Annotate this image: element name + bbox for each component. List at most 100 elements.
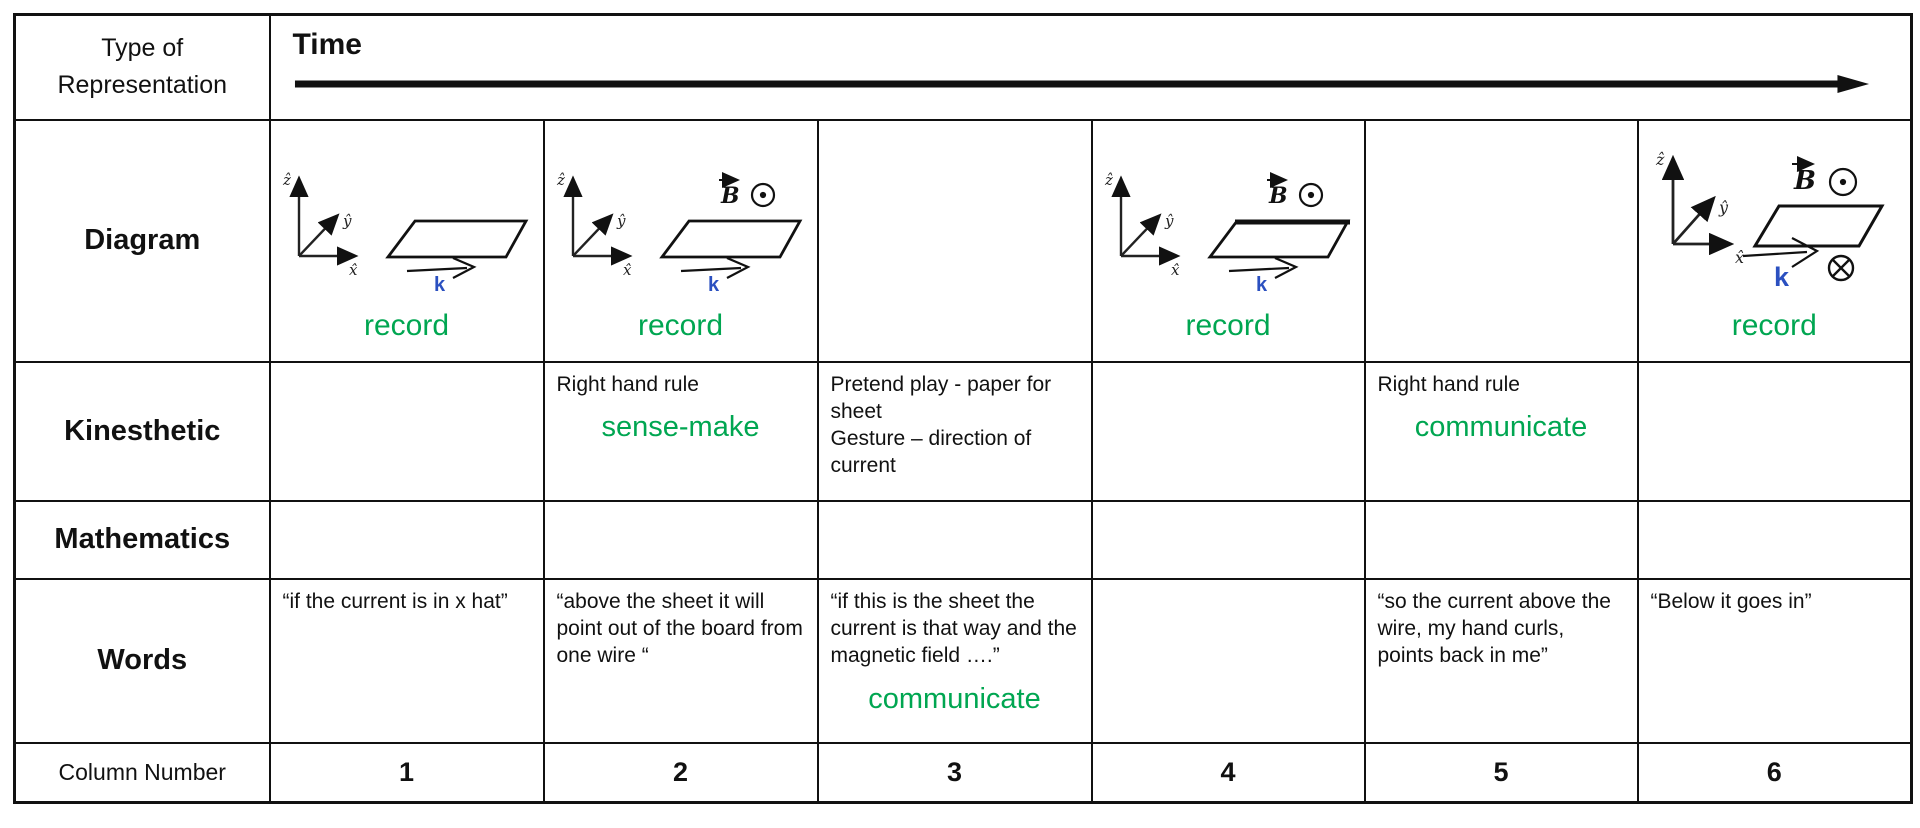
into-page-icon: [1827, 254, 1854, 281]
coordinate-axes-icon: [1110, 174, 1181, 266]
words-cell-col5: “so the current above the wire, my hand …: [1363, 577, 1639, 744]
words-cell-col6: “Below it goes in”: [1636, 577, 1913, 744]
coordinate-axes-icon: [562, 174, 633, 266]
k-label: k: [434, 274, 446, 296]
diagram-cell-col3: [816, 118, 1093, 363]
row-label-diagram: Diagram: [13, 118, 271, 363]
kinesthetic-cell-col1: [268, 360, 545, 502]
row-label-mathematics: Mathematics: [13, 499, 271, 580]
out-of-page-icon: [1828, 167, 1857, 196]
out-of-page-icon: [1298, 182, 1323, 207]
svg-text:B: B: [1793, 166, 1816, 196]
axis-labels: ẑŷx̂: [1104, 171, 1180, 279]
kinesthetic-cell-col3: Pretend play - paper for sheet Gesture –…: [816, 360, 1093, 502]
physics-diagram: ẑ ŷ x̂ Bk: [556, 171, 802, 296]
annotation-communicate: communicate: [1414, 410, 1588, 443]
column-number-6: 6: [1636, 741, 1913, 804]
k-vector-arrow-icon: [1228, 256, 1299, 279]
transcript-quote: “so the current above the wire, my hand …: [1377, 589, 1611, 668]
diagram-cell-col5: [1363, 118, 1639, 363]
mathematics-cell-col4: [1090, 499, 1366, 580]
x-hat-label: x̂: [1735, 248, 1744, 267]
svg-text:B: B: [720, 183, 740, 209]
transcript-quote: “above the sheet it will point out of th…: [556, 589, 803, 668]
k-label: k: [1256, 274, 1268, 296]
z-hat-label: ẑ: [1104, 171, 1113, 189]
k-label: k: [708, 274, 720, 296]
svg-text:B: B: [1268, 183, 1288, 209]
annotation-communicate: communicate: [868, 683, 1041, 716]
y-hat-label: ŷ: [1718, 198, 1729, 217]
column-number-4: 4: [1090, 741, 1366, 804]
current-sheet: [1206, 219, 1350, 258]
physics-diagram: ẑŷx̂k: [282, 171, 528, 296]
words-cell-col2: “above the sheet it will point out of th…: [542, 577, 819, 744]
representation-table-wrapper: Type of Representation Time Diagram ẑ ŷ x̂…: [13, 13, 1914, 804]
mathematics-cell-col5: [1363, 499, 1639, 580]
y-hat-label: ŷ: [342, 212, 352, 230]
time-label: Time: [292, 28, 362, 61]
current-sheet: [658, 219, 802, 258]
mathematics-cell-col2: [542, 499, 819, 580]
axis-labels: ẑ ŷ x̂: [1655, 150, 1744, 267]
diagram-col5: [1367, 125, 1636, 297]
kinesthetic-cell-col2: Right hand rule sense-make: [542, 360, 819, 502]
column-number-5: 5: [1363, 741, 1639, 804]
mathematics-cell-col3: [816, 499, 1093, 580]
physics-diagram: ẑŷx̂ Bk: [1104, 171, 1350, 296]
b-field-vector-label: B: [1791, 155, 1816, 196]
axis-labels: ẑ ŷ x̂: [556, 171, 632, 279]
annotation-record: record: [1185, 308, 1271, 342]
k-vector-arrow-icon: [406, 256, 477, 279]
annotation-record: record: [1731, 308, 1817, 342]
transcript-quote: “Below it goes in”: [1650, 589, 1812, 613]
time-arrow-icon: [294, 75, 1869, 93]
column-number-1: 1: [268, 741, 545, 804]
kinesthetic-cell-col5: Right hand rule communicate: [1363, 360, 1639, 502]
kinesthetic-cell-col6: [1636, 360, 1913, 502]
type-of-representation-header: Type of Representation: [13, 13, 271, 121]
z-hat-label: ẑ: [556, 171, 565, 189]
transcript-quote: “if the current is in x hat”: [282, 589, 508, 613]
mathematics-cell-col6: [1636, 499, 1913, 580]
k-label: k: [1774, 262, 1790, 292]
k-vector-arrow-icon: [680, 256, 751, 279]
time-header-cell: Time: [268, 13, 1913, 121]
words-cell-col1: “if the current is in x hat”: [268, 577, 545, 744]
x-hat-label: x̂: [349, 261, 358, 279]
words-cell-col3: “if this is the sheet the current is tha…: [816, 577, 1093, 744]
row-label-kinesthetic: Kinesthetic: [13, 360, 271, 502]
diagram-col3: [820, 125, 1090, 297]
axis-labels: ẑŷx̂: [282, 171, 358, 279]
column-number-3: 3: [816, 741, 1093, 804]
y-hat-label: ŷ: [616, 212, 626, 230]
row-label-column-number: Column Number: [13, 741, 271, 804]
kinesthetic-cell-col4: [1090, 360, 1366, 502]
current-sheet: [1751, 204, 1885, 247]
row-label-words: Words: [13, 577, 271, 744]
coordinate-axes-icon: [1661, 154, 1734, 255]
physics-diagram: ẑ ŷ x̂ Bk: [1655, 150, 1885, 292]
annotation-record: record: [637, 308, 724, 342]
annotation-record: record: [363, 308, 450, 342]
mathematics-cell-col1: [268, 499, 545, 580]
x-hat-label: x̂: [623, 261, 632, 279]
b-field-vector-label: B: [718, 171, 740, 209]
words-cell-col4: [1090, 577, 1366, 744]
kinesthetic-text: Right hand rule: [556, 372, 699, 396]
annotation-sense-make: sense-make: [601, 410, 760, 443]
x-hat-label: x̂: [1171, 261, 1180, 279]
z-hat-label: ẑ: [1655, 150, 1665, 169]
coordinate-axes-icon: [288, 174, 359, 266]
b-field-vector-label: B: [1266, 171, 1288, 209]
column-number-2: 2: [542, 741, 819, 804]
kinesthetic-text: Gesture – direction of current: [830, 427, 1032, 478]
k-vector-arrow-icon: [1742, 236, 1819, 268]
